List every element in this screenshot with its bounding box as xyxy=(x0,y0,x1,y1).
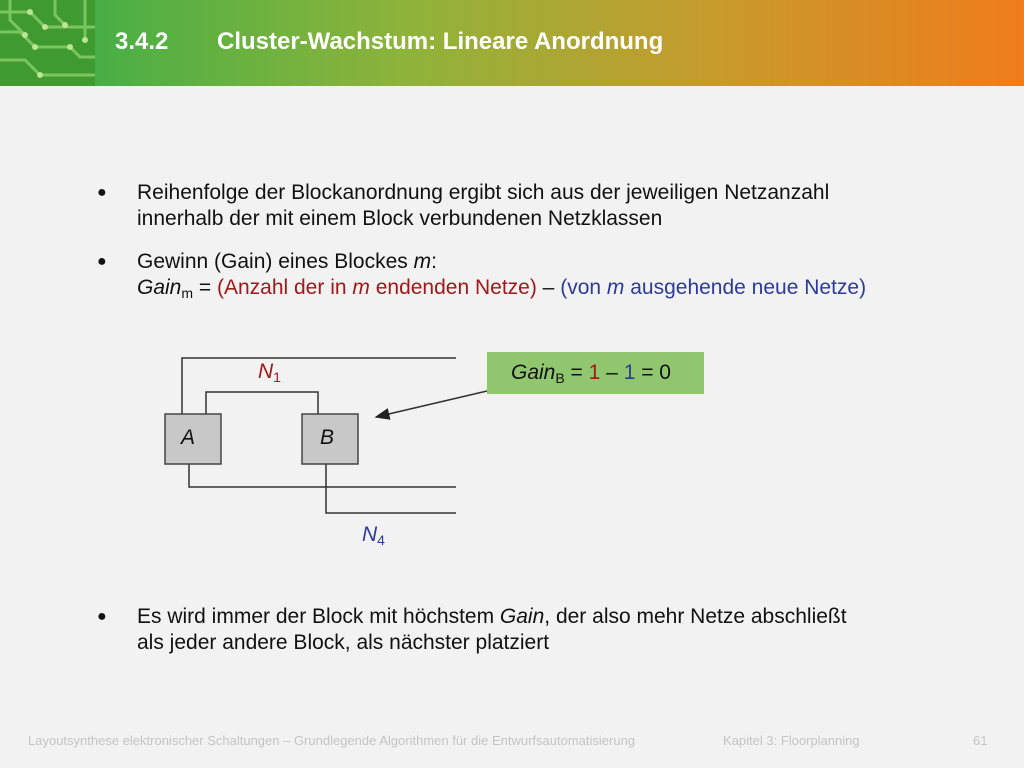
variable-m: m xyxy=(413,250,432,273)
block-b-rect xyxy=(301,413,359,465)
equals: = xyxy=(193,276,217,299)
callout-gain: Gain xyxy=(511,361,556,384)
minus: – xyxy=(536,276,561,299)
bullet-text: als jeder andere Block, als nächster pla… xyxy=(137,631,550,654)
bullet-text: Reihenfolge der Blockanordnung ergibt si… xyxy=(137,181,830,204)
bullet-text: Es wird immer der Block mit höchstem xyxy=(137,605,500,628)
circuit-logo xyxy=(0,0,95,86)
bullet-text: , der also mehr Netze abschließt xyxy=(544,605,847,628)
gain-subscript: m xyxy=(181,285,194,301)
gain-word: Gain xyxy=(499,605,545,628)
title-text: Cluster-Wachstum: Lineare Anordnung xyxy=(217,28,664,55)
header-bar: 3.4.2 Cluster-Wachstum: Lineare Anordnung xyxy=(0,0,1024,86)
callout-arrow xyxy=(374,390,488,420)
net-wire-bottom-a xyxy=(188,464,456,488)
callout-red-one: 1 xyxy=(588,361,601,384)
bullet-text: Gewinn (Gain) eines Blockes xyxy=(137,250,414,273)
bullet-conclusion: ● Es wird immer der Block mit höchstem G… xyxy=(97,604,977,656)
gain-symbol: Gain xyxy=(137,276,182,299)
footer: Layoutsynthese elektronischer Schaltunge… xyxy=(28,733,993,748)
callout-subscript: B xyxy=(555,370,565,386)
diagram-wires xyxy=(164,357,488,514)
footer-chapter: Kapitel 3: Floorplanning xyxy=(723,733,860,748)
footer-course: Layoutsynthese elektronischer Schaltunge… xyxy=(28,733,636,748)
bullet-text: innerhalb der mit einem Block verbundene… xyxy=(137,207,663,230)
gain-formula: Gainm = (Anzahl der in m endenden Netze)… xyxy=(137,275,977,301)
section-number: 3.4.2 xyxy=(115,28,169,55)
bullet-gain: ● Gewinn (Gain) eines Blockes m: Gainm =… xyxy=(97,249,977,301)
net-wire-n4 xyxy=(325,464,456,514)
bullet-dot-icon: ● xyxy=(97,608,107,625)
net-wire-outer xyxy=(181,357,456,414)
block-a-rect xyxy=(164,413,222,465)
net-label-n4: N4 xyxy=(362,523,385,548)
formula-red-term: (Anzahl der in m endenden Netze) xyxy=(216,276,537,299)
gain-callout: GainB = 1 – 1 = 0 xyxy=(487,352,704,394)
page-title: 3.4.2 Cluster-Wachstum: Lineare Anordnung xyxy=(115,28,663,56)
net-wire-n1 xyxy=(205,391,319,414)
bullet-dot-icon: ● xyxy=(97,253,107,270)
colon: : xyxy=(431,250,437,273)
block-a-label: A xyxy=(181,426,196,449)
formula-blue-term: (von m ausgehende neue Netze) xyxy=(560,276,867,299)
callout-blue-one: 1 xyxy=(623,361,636,384)
block-diagram: A B N1 N4 GainB = 1 – 1 = 0 xyxy=(0,330,1024,570)
block-b-label: B xyxy=(320,426,335,449)
page-number: 61 xyxy=(973,733,988,748)
circuit-logo-icon xyxy=(0,0,95,86)
bullet-dot-icon: ● xyxy=(97,184,107,201)
net-label-n1: N1 xyxy=(258,360,281,385)
bullet-order: ● Reihenfolge der Blockanordnung ergibt … xyxy=(97,180,977,232)
